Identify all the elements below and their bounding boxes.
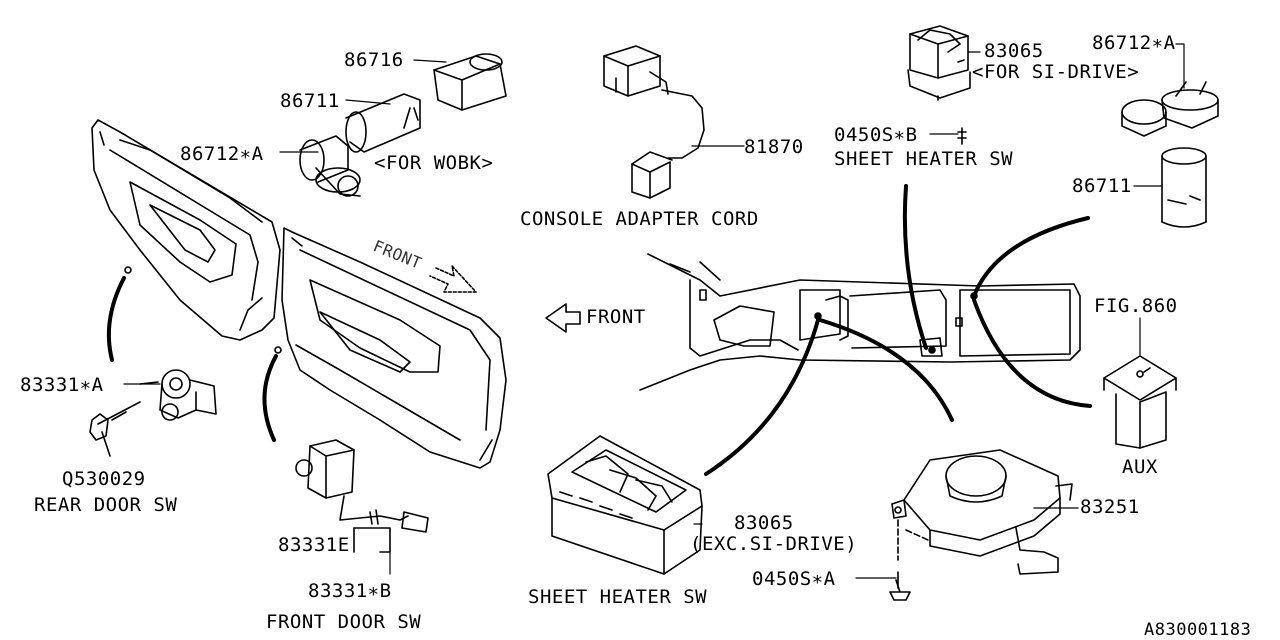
label-86712A-left: 86712∗A	[180, 143, 264, 165]
label-console-adapter-cord: CONSOLE ADAPTER CORD	[520, 208, 759, 230]
label-81870: 81870	[744, 136, 804, 158]
front-door-switch-part	[295, 439, 429, 553]
label-0450SA: 0450S∗A	[752, 568, 836, 590]
door-panel-markers	[124, 266, 282, 354]
label-q530029: Q530029	[62, 468, 146, 490]
label-83065-top: 83065	[984, 40, 1044, 62]
label-86711-top: 86711	[280, 90, 340, 112]
lighter-set-right	[1121, 81, 1219, 228]
label-for-si-drive: <FOR SI-DRIVE>	[972, 61, 1140, 83]
si-drive-dial-part	[889, 449, 1073, 601]
label-83251: 83251	[1080, 496, 1140, 518]
si-drive-heater-switch-part	[907, 25, 971, 145]
label-86711-right: 86711	[1072, 175, 1132, 197]
front-door-panel	[281, 227, 507, 469]
center-console	[639, 253, 1081, 391]
front-door-direction-arrow	[429, 265, 477, 293]
label-aux: AUX	[1122, 456, 1158, 478]
diagram-reference-code: A830001183	[1144, 620, 1252, 640]
label-83331A: 83331∗A	[20, 374, 104, 396]
label-sheet-heater-sw-bottom: SHEET HEATER SW	[528, 586, 708, 608]
aux-jack-part	[1103, 355, 1177, 449]
console-adapter-cord-part	[603, 45, 705, 199]
label-86712A-right: 86712∗A	[1092, 32, 1176, 54]
label-rear-door-sw: REAR DOOR SW	[34, 494, 178, 516]
label-86716: 86716	[344, 49, 404, 71]
label-front-door-sw: FRONT DOOR SW	[266, 611, 422, 633]
rear-door-switch-part	[89, 369, 217, 457]
label-83065-bottom: 83065	[734, 512, 794, 534]
label-for-wobk: <FOR WOBK>	[374, 152, 494, 174]
leader-lines	[123, 43, 1185, 579]
label-sheet-heater-sw-top: SHEET HEATER SW	[834, 148, 1014, 170]
location-curves	[106, 184, 1092, 476]
label-0450SB: 0450S∗B	[834, 124, 918, 146]
label-fig-860: FIG.860	[1094, 295, 1178, 317]
lighter-set-left	[299, 53, 507, 197]
label-exc-si-drive: (EXC.SI-DRIVE)	[690, 533, 858, 555]
label-front-arrow: FRONT	[586, 306, 646, 328]
heater-switch-part	[547, 435, 703, 575]
front-arrow-icon	[545, 303, 581, 333]
label-83331B: 83331∗B	[308, 580, 392, 602]
rear-door-panel	[91, 119, 281, 341]
label-83331E: 83331E	[278, 534, 350, 556]
